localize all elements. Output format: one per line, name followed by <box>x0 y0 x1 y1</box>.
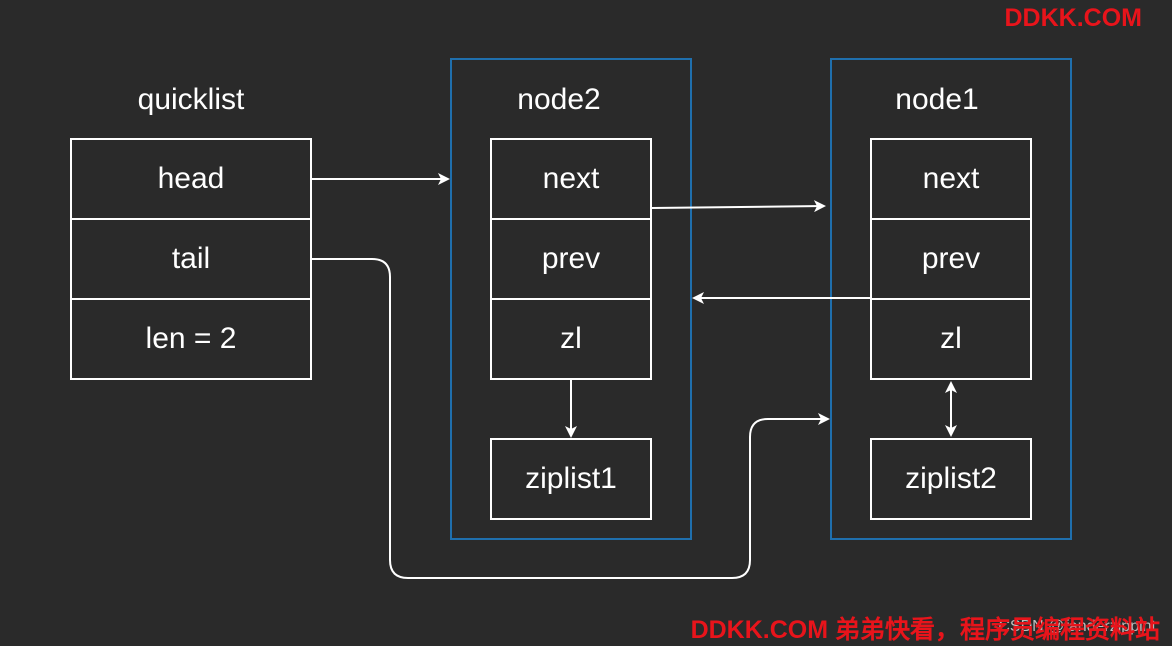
node2-zl-field: zl <box>490 298 652 380</box>
node2-container <box>450 58 692 540</box>
node1-prev-field: prev <box>870 218 1032 300</box>
csdn-credit: CSDN @fanderzipplnt <box>998 618 1156 635</box>
tail-to-node1-arrow <box>312 258 830 579</box>
node2-next-to-node1-arrow <box>651 200 826 213</box>
node2-title: node2 <box>517 83 601 116</box>
watermark-bottom: DDKK.COM 弟弟快看，程序员编程资料站 <box>690 616 1160 644</box>
node1-next-field: next <box>870 138 1032 220</box>
quicklist-len-field: len = 2 <box>70 298 312 380</box>
node1-zl-field: zl <box>870 298 1032 380</box>
quicklist-head-field: head <box>70 138 312 220</box>
watermark-top: DDKK.COM <box>1004 4 1143 32</box>
node2-prev-field: prev <box>490 218 652 300</box>
quicklist-title: quicklist <box>137 83 245 116</box>
node2-next-field: next <box>490 138 652 220</box>
ziplist1-box: ziplist1 <box>490 438 652 520</box>
quicklist-tail-field: tail <box>70 218 312 300</box>
node1-title: node1 <box>895 83 979 116</box>
ziplist2-box: ziplist2 <box>870 438 1032 520</box>
